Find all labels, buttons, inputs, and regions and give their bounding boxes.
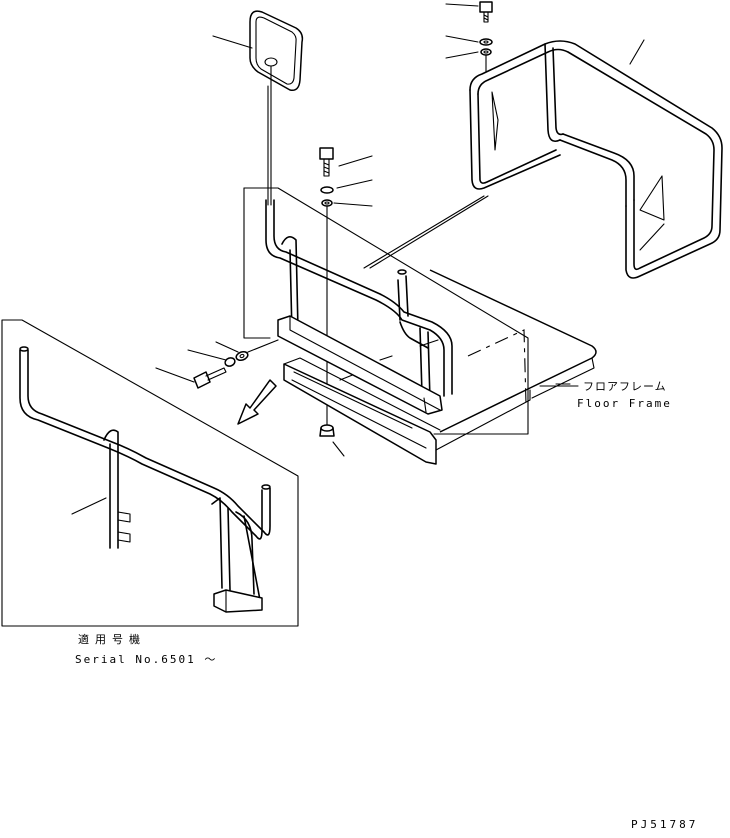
mirror	[249, 10, 304, 206]
guard-rail-main	[265, 199, 453, 415]
drawing-code: PJ51787	[631, 818, 699, 831]
view-arrow	[237, 379, 277, 425]
leader-mirror	[212, 35, 253, 49]
main-detail-box	[243, 187, 529, 435]
leader-cover	[629, 39, 645, 65]
floor-frame-label-ja: フロアフレーム	[583, 380, 667, 393]
floor-frame	[283, 269, 597, 465]
left-bolt-set	[155, 339, 279, 389]
floor-frame-label-en: Floor Frame	[577, 397, 672, 410]
serial-detail-box	[1, 319, 299, 627]
applicability-label-ja: 適用号機	[78, 633, 146, 646]
floor-frame-hidden-line	[467, 329, 527, 405]
top-bolt-set	[445, 1, 493, 73]
frame-to-cover-link	[369, 195, 489, 269]
cover-frame	[469, 40, 723, 279]
serial-number-label: Serial No.6501 ～	[75, 653, 218, 666]
